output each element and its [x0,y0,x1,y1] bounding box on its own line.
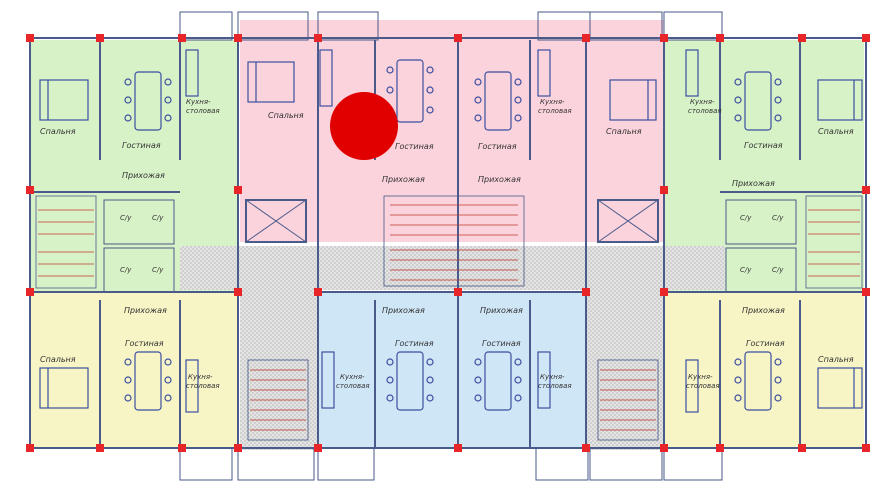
selection-marker[interactable] [330,92,398,160]
stairs-lower-right [597,359,659,441]
bottom-balcony-center-right [535,447,589,481]
label-gostinaya-8: Гостиная [746,339,785,348]
dining-tables [134,59,772,411]
label-gostinaya-1: Гостиная [122,141,161,150]
bottom-balcony-center-left [237,447,315,481]
label-su-5: С/у [740,214,752,222]
label-prikhozhaya-8: Прихожая [742,306,785,315]
label-su-4: С/у [152,266,164,274]
bottom-balcony-far-right [663,447,723,481]
stairs-left [35,195,97,289]
label-prikhozhaya-4: Прихожая [732,179,775,188]
label-kukhnya-1b: столовая [186,107,220,115]
bathrooms [103,199,797,293]
outer-wall [29,37,867,449]
label-kukhnya-4b: столовая [688,107,722,115]
label-kukhnya-7a: Кухня- [540,373,565,381]
label-prikhozhaya-3: Прихожая [478,175,521,184]
label-su-1: С/у [120,214,132,222]
top-balcony-right [589,11,663,41]
label-kukhnya-1a: Кухня- [186,98,211,106]
structural-columns [26,34,870,452]
bottom-balcony-right [589,447,663,481]
label-kukhnya-6a: Кухня- [340,373,365,381]
label-kukhnya-7b: столовая [538,382,572,390]
elevator-left [245,199,307,243]
bottom-balcony-left [179,447,233,481]
bottom-balcony-center [317,447,375,481]
label-kukhnya-4a: Кухня- [690,98,715,106]
top-balcony-center [317,11,379,41]
label-kukhnya-3a: Кухня- [540,98,565,106]
label-su-8: С/у [772,266,784,274]
label-prikhozhaya-5: Прихожая [124,306,167,315]
dining-chairs [124,66,782,402]
top-balcony-center-left [237,11,309,41]
elevator-right [597,199,659,243]
apartment-bottom-center-left-blue [318,292,458,447]
stairs-center [383,195,525,287]
label-gostinaya-7: Гостиная [482,339,521,348]
corridor [180,246,725,290]
room-labels: Спальня Гостиная Кухня- столовая Прихожа… [40,98,854,390]
label-su-6: С/у [772,214,784,222]
label-kukhnya-3b: столовая [538,107,572,115]
label-prikhozhaya-7: Прихожая [480,306,523,315]
top-balcony-left [179,11,233,41]
label-prikhozhaya-2: Прихожая [382,175,425,184]
label-spalnya-3: Спальня [606,127,642,136]
label-prikhozhaya-6: Прихожая [382,306,425,315]
kitchen-units [185,49,699,413]
label-gostinaya-3: Гостиная [478,142,517,151]
apartment-bottom-right-yellow [664,292,864,447]
label-spalnya-2: Спальня [268,111,304,120]
stairs-lower-left [247,359,309,441]
label-spalnya-5: Спальня [40,355,76,364]
label-gostinaya-2: Гостиная [395,142,434,151]
label-kukhnya-5a: Кухня- [188,373,213,381]
label-kukhnya-8b: столовая [686,382,720,390]
top-balcony-far-right [663,11,723,41]
beds [39,61,863,409]
stairs-right [805,195,863,289]
label-spalnya-1: Спальня [40,127,76,136]
apartment-bottom-left-yellow [30,292,238,447]
label-gostinaya-6: Гостиная [395,339,434,348]
label-su-3: С/у [120,266,132,274]
label-su-2: С/у [152,214,164,222]
apartment-bottom-center-right-blue [458,292,586,447]
label-kukhnya-8a: Кухня- [688,373,713,381]
label-prikhozhaya-1: Прихожая [122,171,165,180]
label-spalnya-8: Спальня [818,355,854,364]
label-kukhnya-6b: столовая [336,382,370,390]
label-spalnya-4: Спальня [818,127,854,136]
label-gostinaya-5: Гостиная [125,339,164,348]
label-kukhnya-5b: столовая [186,382,220,390]
label-gostinaya-4: Гостиная [744,141,783,150]
label-su-7: С/у [740,266,752,274]
